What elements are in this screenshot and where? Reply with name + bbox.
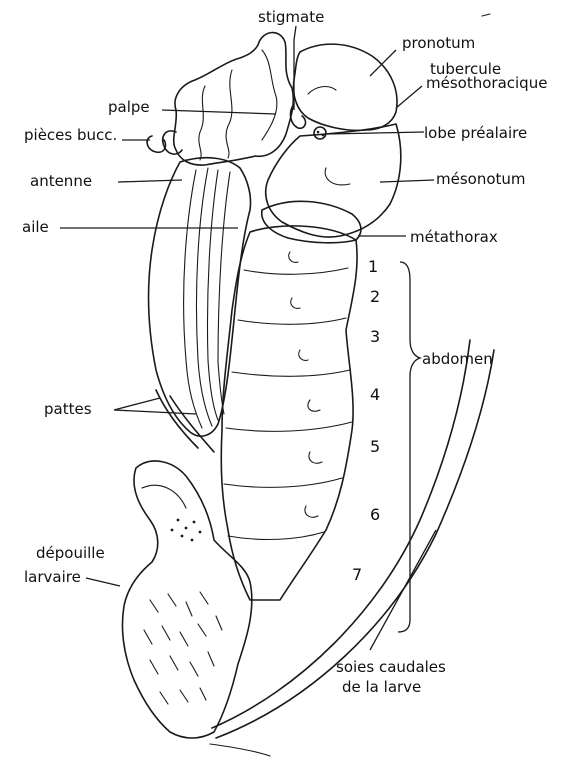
abdomen-bracket — [398, 262, 420, 632]
label-pattes: pattes — [44, 400, 92, 418]
segment-number: 6 — [370, 505, 380, 524]
segment-numbers: 1 2 3 4 5 6 7 — [352, 257, 380, 584]
label-antenne: antenne — [30, 172, 92, 190]
segment-number: 2 — [370, 287, 380, 306]
label-soies-caudales: soies caudales — [336, 658, 446, 676]
label-metathorax: métathorax — [410, 228, 498, 246]
label-larvaire: larvaire — [24, 568, 81, 586]
segment-number: 1 — [368, 257, 378, 276]
label-pieces-bucc: pièces bucc. — [24, 126, 117, 144]
label-aile: aile — [22, 218, 49, 236]
segment-number: 7 — [352, 565, 362, 584]
label-de-la-larve: de la larve — [342, 678, 421, 696]
label-palpe: palpe — [108, 98, 150, 116]
segment-number: 3 — [370, 327, 380, 346]
label-mesothoracique: mésothoracique — [426, 74, 547, 92]
segment-number: 4 — [370, 385, 380, 404]
label-abdomen: abdomen — [422, 350, 493, 368]
label-lobe-prealaire: lobe préalaire — [424, 124, 527, 142]
label-pronotum: pronotum — [402, 34, 475, 52]
stray-mark — [482, 14, 490, 16]
label-stigmate: stigmate — [258, 8, 324, 26]
label-depouille: dépouille — [36, 544, 105, 562]
segment-number: 5 — [370, 437, 380, 456]
label-mesonotum: mésonotum — [436, 170, 526, 188]
